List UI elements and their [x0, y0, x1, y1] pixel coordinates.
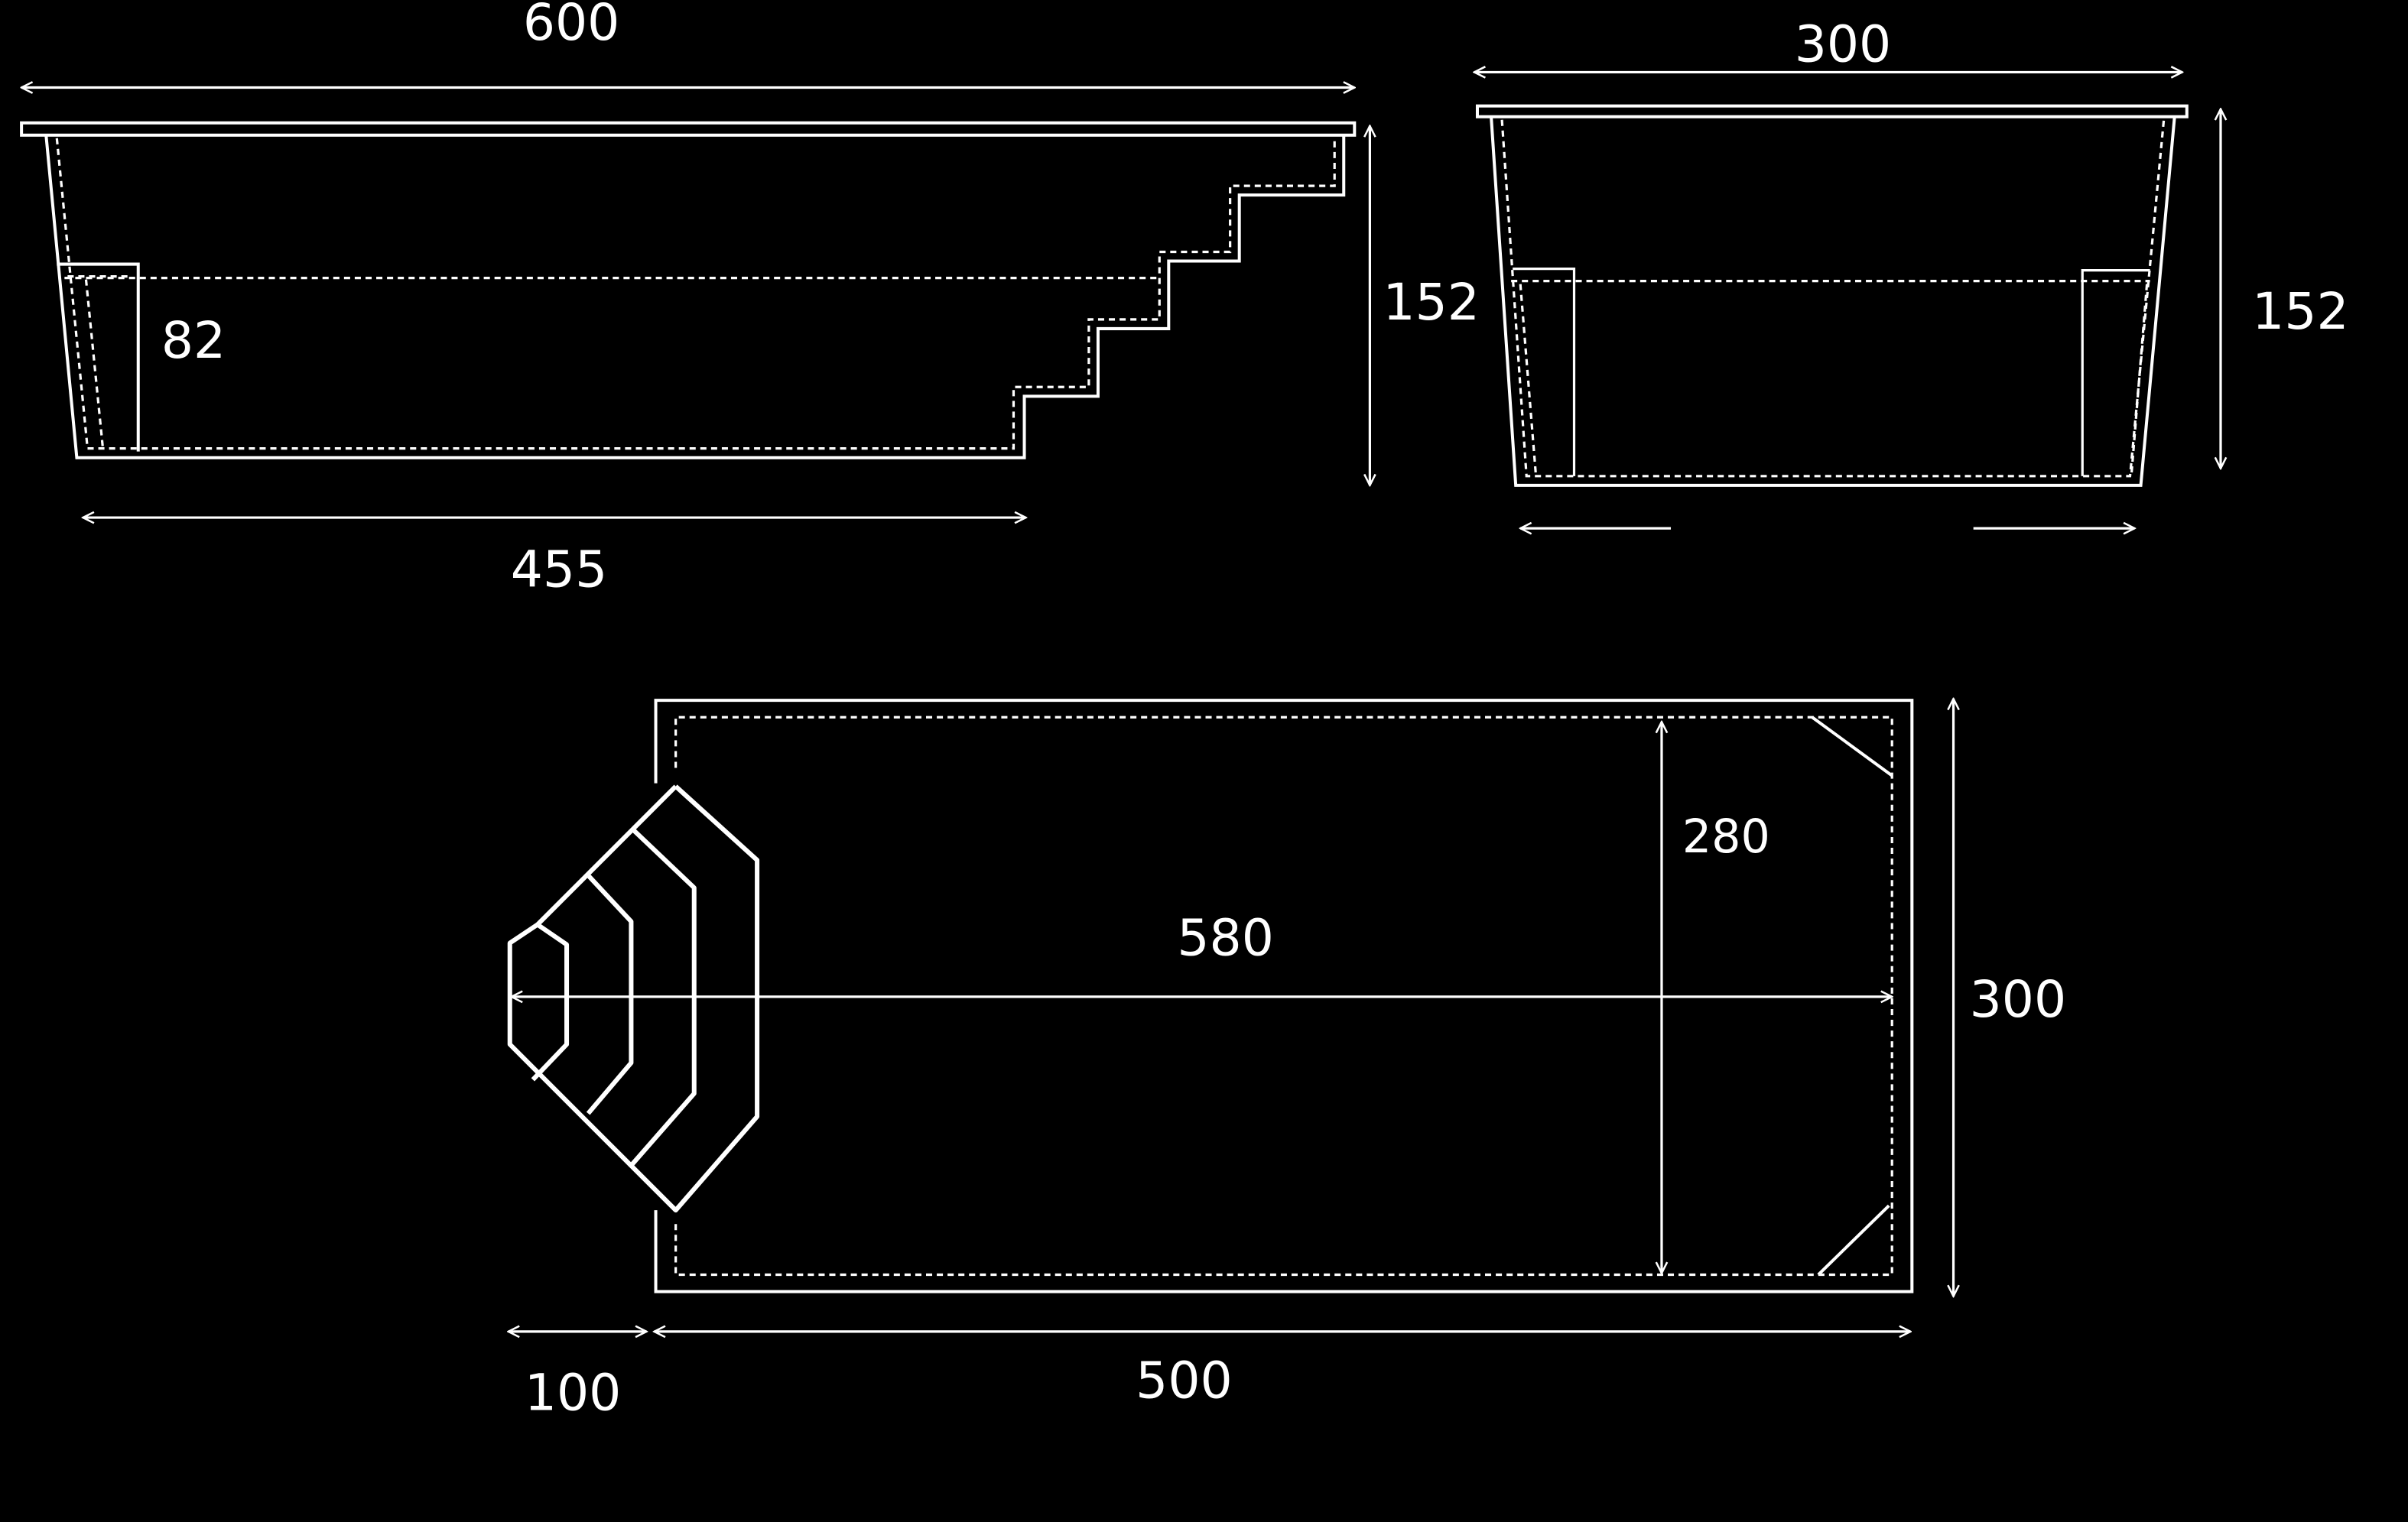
side-view-coping	[20, 121, 1357, 137]
plan-inner-length-label: 580	[1177, 908, 1273, 968]
plan-step-outer	[507, 784, 760, 1213]
plan-view-roman-steps	[507, 784, 760, 1213]
side-view-bench	[57, 262, 140, 452]
end-view-bench-right	[2081, 268, 2150, 476]
end-view-shell	[1490, 116, 2176, 487]
end-height-label: 152	[2252, 281, 2348, 341]
plan-outer-width-label: 300	[1970, 969, 2066, 1029]
side-bench-height-label: 82	[161, 310, 226, 370]
end-view-bench-left-slope	[1519, 284, 1537, 473]
side-view: 600 152 455 82	[20, 0, 1480, 599]
plan-step-2	[586, 874, 634, 1115]
side-bottom-length-label: 455	[511, 539, 607, 599]
side-view-shell	[44, 135, 1346, 459]
side-view-inner-line	[55, 138, 1336, 450]
plan-view-corner-top	[1811, 716, 1893, 777]
plan-step-diagonal-top	[535, 784, 678, 927]
plan-step-3	[628, 827, 697, 1169]
plan-body-length-label: 500	[1136, 1350, 1232, 1410]
plan-view-corner-bottom	[1817, 1204, 1890, 1276]
end-view-inner-line	[1500, 119, 2166, 478]
side-length-label: 600	[523, 0, 619, 52]
plan-inner-width-label: 280	[1682, 810, 1770, 864]
plan-step-1	[531, 922, 570, 1082]
plan-view: 580 280 300 100 500	[509, 699, 2066, 1422]
side-height-label: 152	[1383, 272, 1479, 332]
end-view-coping	[1475, 104, 2189, 118]
plan-view-body-outline	[654, 699, 1914, 1293]
plan-steps-length-label: 100	[525, 1362, 621, 1422]
end-view-bench-left	[1513, 267, 1576, 476]
end-view: 300 152	[1474, 14, 2349, 528]
side-view-bench-slope	[84, 279, 105, 449]
end-width-label: 300	[1795, 14, 1891, 73]
